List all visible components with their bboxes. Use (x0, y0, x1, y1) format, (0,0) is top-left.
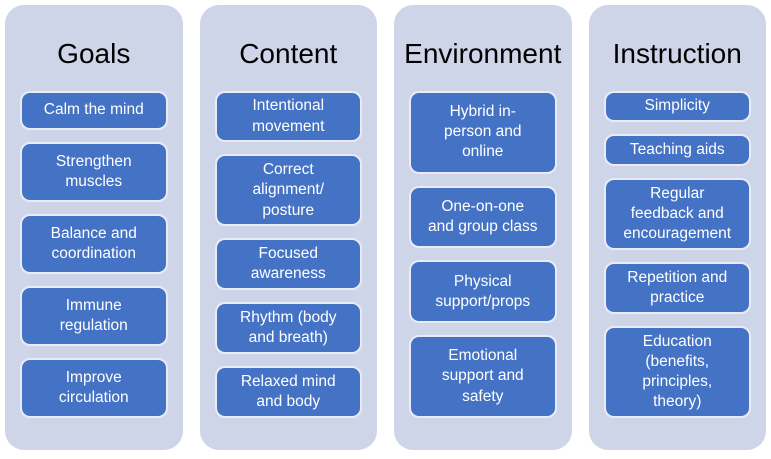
item-box: Improve circulation (20, 358, 168, 418)
column-instruction: Instruction Simplicity Teaching aids Reg… (588, 5, 766, 450)
item-label: Rhythm (body and breath) (240, 309, 337, 347)
item-box: Repetition and practice (603, 262, 751, 314)
item-label: Physical support/props (435, 272, 531, 310)
column-instruction-items: Simplicity Teaching aids Regular feedbac… (603, 90, 751, 419)
column-environment-items: Hybrid in- person and online One-on-one … (409, 90, 557, 418)
item-label: Improve circulation (58, 368, 129, 407)
item-box: Calm the mind (20, 90, 168, 131)
column-title-content: Content (239, 38, 338, 69)
item-label: Repetition and practice (627, 268, 728, 306)
item-label: Intentional movement (252, 97, 325, 135)
item-box: Intentional movement (214, 90, 362, 143)
item-box: Rhythm (body and breath) (214, 302, 362, 355)
item-label: Education (benefits, principles, theory) (642, 332, 713, 411)
item-box: Balance and coordination (20, 214, 168, 275)
item-label: Teaching aids (629, 141, 725, 159)
item-label: Hybrid in- person and online (443, 102, 522, 161)
item-label: Emotional support and safety (441, 347, 524, 405)
item-box: Emotional support and safety (409, 335, 557, 418)
item-label: Calm the mind (43, 101, 144, 119)
item-box: Correct alignment/ posture (214, 154, 362, 227)
item-box: Simplicity (603, 90, 751, 123)
column-title-environment: Environment (404, 38, 562, 69)
item-label: Relaxed mind and body (240, 372, 336, 411)
item-box: Education (benefits, principles, theory) (603, 325, 751, 419)
item-label: Strengthen muscles (55, 153, 132, 191)
item-box: One-on-one and group class (409, 185, 557, 249)
item-box: Hybrid in- person and online (409, 90, 557, 174)
item-box: Physical support/props (409, 260, 557, 324)
item-label: Immune regulation (59, 296, 128, 335)
item-label: Simplicity (644, 97, 710, 115)
item-label: Focused awareness (250, 245, 326, 283)
column-goals-items: Calm the mind Strengthen muscles Balance… (20, 90, 168, 418)
item-box: Strengthen muscles (20, 142, 168, 203)
item-label: One-on-one and group class (428, 197, 538, 235)
item-box: Regular feedback and encouragement (603, 178, 751, 251)
column-title-goals: Goals (57, 38, 131, 69)
column-content: Content Intentional movement Correct ali… (199, 5, 377, 450)
column-goals: Goals Calm the mind Strengthen muscles B… (5, 5, 183, 450)
column-environment: Environment Hybrid in- person and online… (394, 5, 572, 450)
item-box: Teaching aids (603, 134, 751, 167)
item-box: Immune regulation (20, 286, 168, 347)
item-label: Balance and coordination (50, 225, 137, 263)
column-title-instruction: Instruction (612, 38, 742, 69)
item-box: Relaxed mind and body (214, 366, 362, 419)
column-content-items: Intentional movement Correct alignment/ … (214, 90, 362, 419)
item-label: Correct alignment/ posture (252, 161, 324, 219)
item-label: Regular feedback and encouragement (623, 184, 732, 243)
item-box: Focused awareness (214, 238, 362, 291)
